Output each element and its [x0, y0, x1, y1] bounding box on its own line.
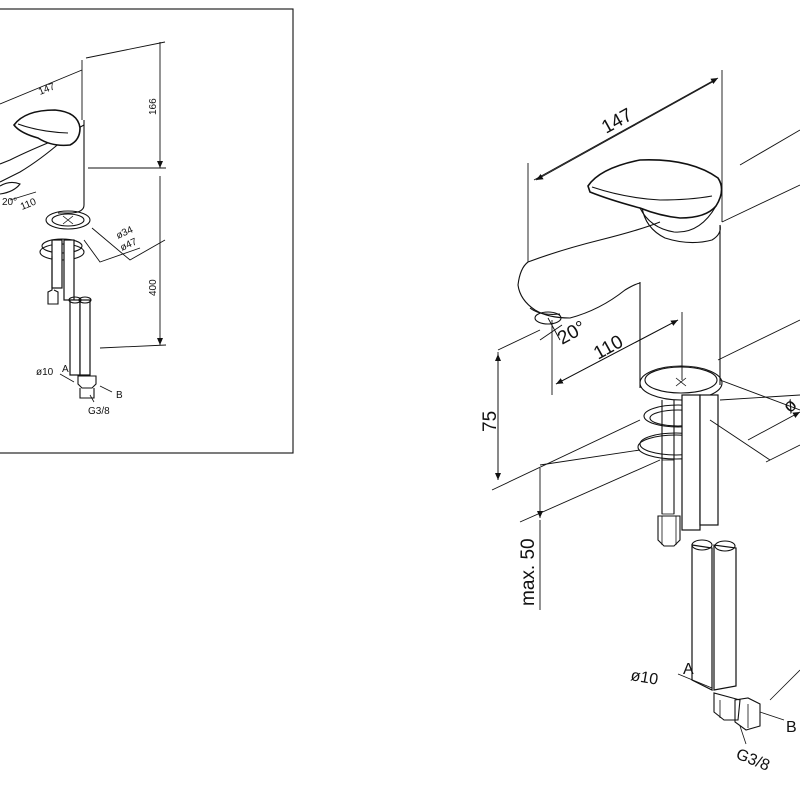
large-label-thread: G3/8	[734, 746, 773, 775]
large-faucet-body	[517, 159, 723, 460]
small-label-a: A	[62, 364, 69, 375]
small-dimensions	[0, 41, 167, 403]
large-dim-spout-height: 75	[480, 411, 501, 432]
small-label-b: B	[116, 390, 123, 401]
small-hoses	[47, 239, 97, 399]
small-label-dia-hose: ø10	[36, 367, 54, 378]
large-label-b: B	[786, 719, 797, 736]
small-view-frame	[0, 8, 294, 454]
small-faucet-body	[0, 109, 91, 261]
small-dim-height-top: 166	[148, 98, 159, 115]
large-dim-dia-partial: ø	[779, 394, 800, 417]
large-dim-reach: 110	[590, 331, 627, 364]
large-label-dia-hose: ø10	[629, 667, 659, 689]
small-view: 147 166 400 20° 110 ø34 ø47 ø10 A B G3/8	[0, 8, 294, 454]
large-hoses	[657, 394, 761, 731]
large-label-a: A	[683, 661, 694, 678]
large-dim-max-thickness: max. 50	[518, 538, 539, 606]
large-dimensions	[491, 70, 800, 745]
small-dim-angle: 20°	[2, 197, 17, 208]
small-dim-height-bottom: 400	[148, 279, 159, 296]
small-dim-reach: 110	[19, 196, 38, 212]
small-label-thread: G3/8	[88, 406, 110, 417]
large-dim-angle: 20°	[554, 317, 589, 349]
small-dim-width: 147	[37, 81, 57, 98]
large-dim-width: 147	[598, 105, 636, 139]
large-view: 147 110 20° 75 max. 50 ø ø10 A B G3/8	[480, 70, 800, 775]
